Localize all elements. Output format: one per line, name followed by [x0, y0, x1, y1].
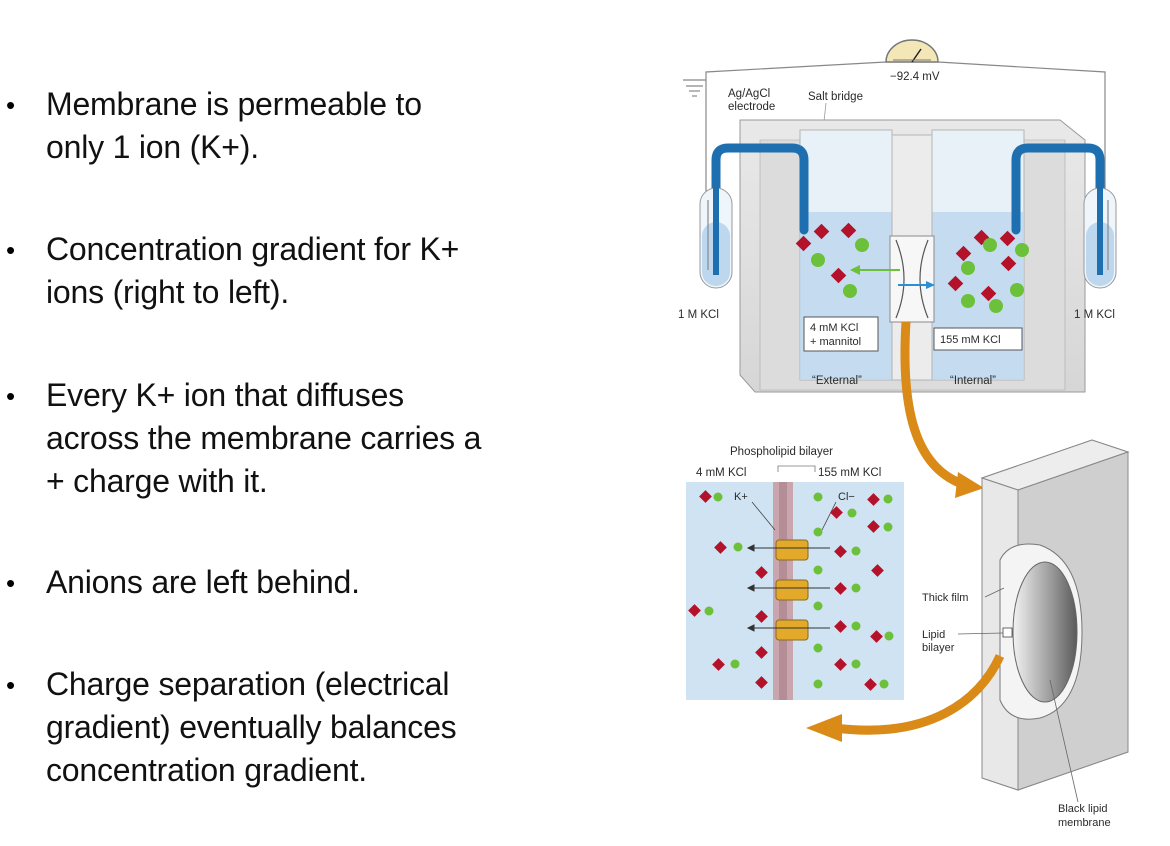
bullet-line: across the membrane carries a	[46, 420, 482, 456]
external-concentration-text: + mannitol	[810, 336, 861, 348]
salt-bridge-label: Salt bridge	[808, 91, 863, 103]
bullet-text: Charge separation (electrical gradient) …	[46, 663, 586, 792]
bullet-list: • Membrane is permeable to only 1 ion (K…	[6, 83, 586, 792]
internal-concentration-box	[933, 327, 1023, 351]
zoom-arrow-to-bilayer	[806, 654, 1005, 742]
black-lipid-label: membrane	[1058, 817, 1111, 829]
k-channels	[775, 539, 809, 641]
bullet-line: concentration gradient.	[46, 752, 367, 788]
bullet-line: Membrane is permeable to	[46, 86, 422, 122]
k-ion-label: K+	[734, 491, 748, 503]
left-kcl-label: 1 M KCl	[678, 309, 719, 321]
voltage-reading: −92.4 mV	[890, 71, 940, 83]
bullet-dot: •	[6, 381, 16, 411]
salt-bridge-right	[1011, 143, 1105, 243]
thick-film-label: Thick film	[922, 592, 968, 604]
internal-label: “Internal”	[950, 375, 996, 387]
black-lipid-label: Black lipid	[1058, 803, 1108, 815]
external-concentration-box	[803, 316, 879, 352]
bullet-line: Charge separation (electrical	[46, 666, 450, 702]
bullet-line: Every K+ ion that diffuses	[46, 377, 404, 413]
right-kcl-label: 1 M KCl	[1074, 309, 1115, 321]
internal-concentration-text: 155 mM KCl	[940, 334, 1001, 346]
membrane-aperture	[889, 235, 935, 323]
bullet-line: ions (right to left).	[46, 274, 290, 310]
bullet-line: gradient) eventually balances	[46, 709, 457, 745]
lipid-bilayer-label: Lipid	[922, 629, 945, 641]
bullet-line: + charge with it.	[46, 463, 268, 499]
bullet-line: Concentration gradient for K+	[46, 231, 460, 267]
electrode-tube-left	[699, 160, 733, 289]
external-label: “External”	[812, 375, 862, 387]
electrode-label: Ag/AgCl	[728, 88, 770, 100]
k-gradient-arrow	[850, 265, 900, 275]
electrode-tube-right	[1083, 160, 1117, 289]
zoom-arrow-to-block	[900, 321, 984, 498]
bullet-dot: •	[6, 235, 16, 265]
bullet-line: Anions are left behind.	[46, 564, 360, 600]
k-efflux-arrows	[746, 544, 830, 632]
membrane-potential-diagram: −92.4 mV Ag/AgCl electrode Salt bridge	[678, 39, 1130, 829]
flow-arrow	[898, 281, 935, 289]
bullet-dot: •	[6, 90, 16, 120]
wire-right	[937, 61, 1106, 220]
bullet-text: Anions are left behind.	[46, 561, 586, 604]
bullet-text: Membrane is permeable to only 1 ion (K+)…	[46, 83, 586, 169]
bilayer-title: Phospholipid bilayer	[730, 446, 833, 458]
bullet-text: Concentration gradient for K+ ions (righ…	[46, 228, 586, 314]
bullet-text: Every K+ ion that diffuses across the me…	[46, 374, 586, 503]
voltmeter	[885, 39, 939, 63]
bullet-dot: •	[6, 568, 16, 598]
membrane-block	[980, 439, 1130, 791]
electrode-label: electrode	[728, 101, 775, 113]
bullet-line: only 1 ion (K+).	[46, 129, 259, 165]
bilayer-right-conc: 155 mM KCl	[818, 467, 881, 479]
salt-bridge-left	[711, 143, 809, 243]
cl-ion-label: Cl−	[838, 491, 855, 503]
bilayer-left-conc: 4 mM KCl	[696, 467, 746, 479]
external-concentration-text: 4 mM KCl	[810, 322, 858, 334]
ground-icon	[683, 79, 706, 97]
wire-left	[705, 61, 887, 210]
lipid-bilayer-label: bilayer	[922, 642, 955, 654]
bullet-dot: •	[6, 670, 16, 700]
